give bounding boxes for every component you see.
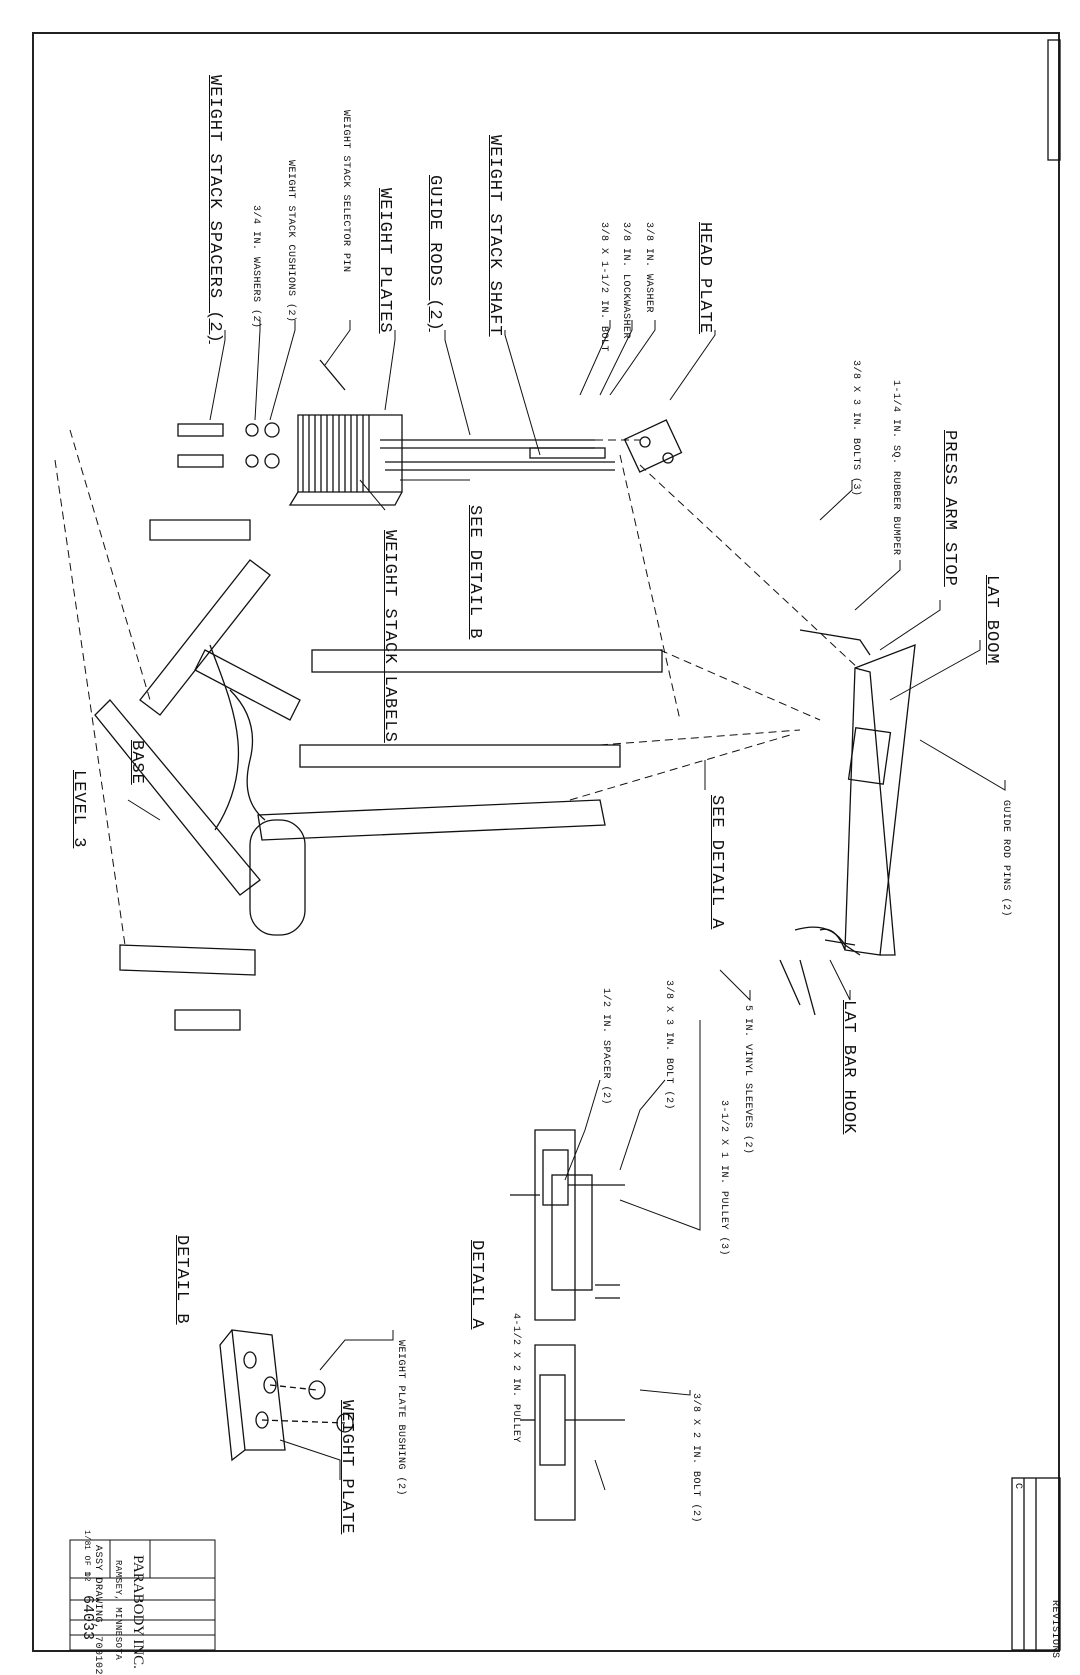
label-pulley-412: 4-1/2 X 2 IN. PULLEY (510, 1313, 521, 1444)
label-weight-stack-shaft: WEIGHT STACK SHAFT (485, 135, 504, 337)
drawing-size: D (82, 1572, 91, 1578)
label-see-detail-b: SEE DETAIL B (465, 505, 484, 640)
roller-pad (249, 819, 306, 936)
label-vinyl-sleeves: 5 IN. VINYL SLEEVES (2) (742, 1005, 753, 1155)
detail-b-part (219, 1329, 354, 1462)
drawing-number: 64033 (79, 1595, 96, 1641)
drawing-sheet-border (32, 32, 1060, 1652)
label-spacers: WEIGHT STACK SPACERS (2) (205, 75, 224, 344)
label-bushing: WEIGHT PLATE BUSHING (2) (395, 1340, 406, 1497)
lat-boom-part (799, 629, 916, 956)
detail-a-part (510, 1129, 625, 1521)
label-guide-rod-pins: GUIDE ROD PINS (2) (1000, 800, 1011, 918)
label-bolt-38-3-2: 3/8 X 3 IN. BOLT (2) (663, 980, 674, 1111)
label-lat-boom: LAT BOOM (982, 575, 1001, 665)
weight-plates-part (288, 414, 403, 506)
head-plate-part (623, 419, 683, 473)
label-base: BASE (127, 740, 146, 785)
label-pulley-312: 3-1/2 X 1 IN. PULLEY (3) (718, 1100, 729, 1257)
label-guide-rods: GUIDE RODS (2) (425, 175, 444, 332)
lat-bar-hook-part (794, 926, 861, 956)
eco-box (1047, 39, 1061, 161)
vinyl-sleeve (779, 959, 801, 1006)
weight-stack-spacer (177, 423, 224, 437)
company-name: PARABODY INC. (130, 1555, 146, 1669)
revisions-title: REVISIONS (1049, 1600, 1060, 1659)
label-bolts-38-3: 3/8 X 3 IN. BOLTS (3) (850, 360, 861, 497)
label-level: LEVEL 3 (69, 770, 88, 849)
label-washer: 3/8 IN. WASHER (643, 222, 654, 314)
label-head-plate: HEAD PLATE (695, 222, 714, 335)
label-detail-b: DETAIL B (172, 1235, 191, 1325)
vinyl-sleeve (799, 959, 816, 1016)
label-weight-stack-labels: WEIGHT STACK LABELS (380, 530, 399, 743)
label-lockwasher: 3/8 IN. LOCKWASHER (620, 222, 631, 340)
label-lat-bar-hook: LAT BAR HOOK (839, 1000, 858, 1135)
label-see-detail-a: SEE DETAIL A (707, 795, 726, 930)
label-weight-plates: WEIGHT PLATES (375, 188, 394, 334)
label-rubber-bumper: 1-1/4 IN. SQ. RUBBER BUMPER (890, 380, 901, 556)
revision-letter: C (1012, 1483, 1023, 1490)
label-spacer-12: 1/2 IN. SPACER (2) (600, 988, 611, 1106)
label-weight-plate: WEIGHT PLATE (337, 1400, 356, 1535)
label-bolt-38-112: 3/8 X 1-1/2 IN. BOLT (598, 222, 609, 353)
weight-stack-shaft-part (529, 447, 606, 459)
company-location: RAMSEY, MINNESOTA (113, 1560, 123, 1661)
label-press-arm-stop: PRESS ARM STOP (940, 430, 959, 587)
label-bolt-38-2: 3/8 X 2 IN. BOLT (2) (690, 1393, 701, 1524)
label-detail-a: DETAIL A (467, 1240, 486, 1330)
frame-part (94, 519, 663, 1031)
drawing-scale: 1/8 (82, 1530, 91, 1546)
label-selector-pin: WEIGHT STACK SELECTOR PIN (340, 110, 351, 273)
title-block (69, 1539, 216, 1651)
selector-pin-part (319, 359, 346, 391)
label-cushions: WEIGHT STACK CUSHIONS (2) (285, 160, 296, 323)
label-washers-34: 3/4 IN. WASHERS (2) (250, 205, 261, 329)
weight-stack-spacer (177, 454, 224, 468)
